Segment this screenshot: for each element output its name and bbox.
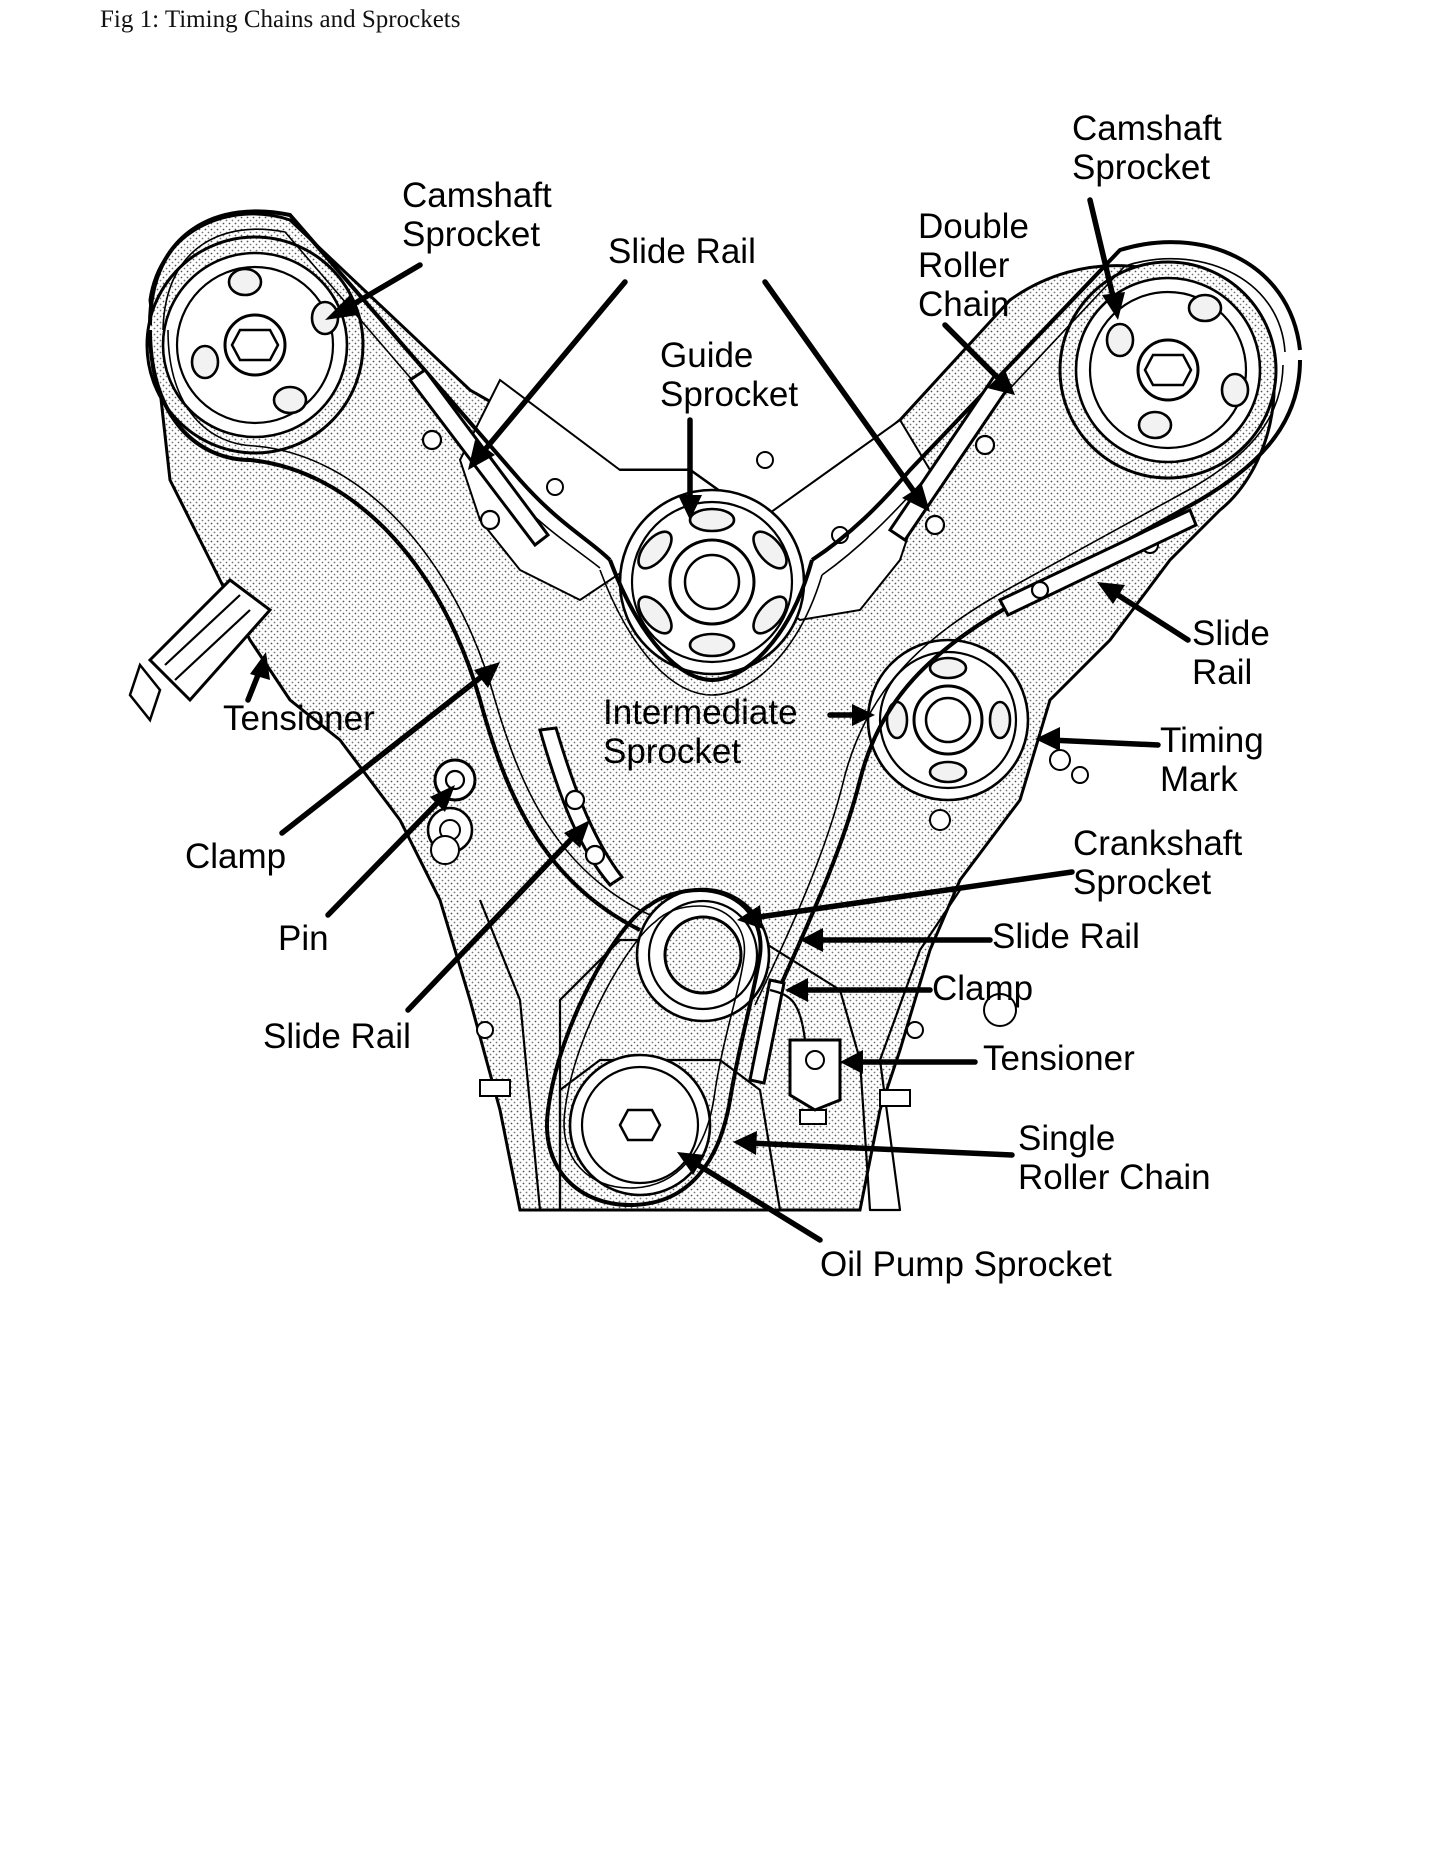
label-guide-sprocket: Guide Sprocket — [660, 336, 798, 414]
guide-sprocket — [618, 488, 806, 676]
label-double-roller-chain: Double Roller Chain — [918, 207, 1039, 324]
label-slide-rail-top: Slide Rail — [608, 232, 756, 271]
right-camshaft-sprocket — [1058, 260, 1278, 480]
intermediate-sprocket — [866, 638, 1030, 802]
leader-arrows — [245, 197, 1191, 1243]
left-tensioner-body — [128, 578, 273, 723]
single-roller-chain — [544, 888, 763, 1207]
oil-pump-sprocket — [568, 1053, 712, 1197]
label-tensioner-right: Tensioner — [983, 1039, 1135, 1078]
left-camshaft-sprocket — [145, 235, 365, 455]
label-single-roller-chain: Single Roller Chain — [1018, 1119, 1211, 1197]
label-camshaft-sprocket-left: Camshaft Sprocket — [402, 176, 562, 254]
double-roller-chain-left — [148, 209, 651, 932]
double-roller-chain-center — [599, 559, 823, 696]
label-oil-pump-sprocket: Oil Pump Sprocket — [820, 1245, 1112, 1284]
label-clamp-right: Clamp — [932, 969, 1033, 1008]
label-slide-rail-lower-right: Slide Rail — [992, 917, 1140, 956]
double-roller-chain-right — [754, 240, 1302, 1011]
label-pin: Pin — [278, 919, 329, 958]
label-slide-rail-right: Slide Rail — [1192, 614, 1280, 692]
label-slide-rail-lower-left: Slide Rail — [263, 1017, 411, 1056]
label-timing-mark: Timing Mark — [1160, 721, 1273, 799]
label-camshaft-sprocket-right: Camshaft Sprocket — [1072, 109, 1232, 187]
callout-labels: Camshaft Sprocket Camshaft Sprocket Slid… — [185, 109, 1280, 1284]
label-clamp-left: Clamp — [185, 837, 286, 876]
label-tensioner-left: Tensioner — [223, 699, 375, 738]
label-crankshaft-sprocket: Crankshaft Sprocket — [1073, 824, 1252, 902]
label-intermediate-sprocket: Intermediate Sprocket — [603, 693, 807, 771]
lower-tensioner-body — [769, 988, 842, 1112]
figure-caption: Fig 1: Timing Chains and Sprockets — [100, 6, 461, 33]
